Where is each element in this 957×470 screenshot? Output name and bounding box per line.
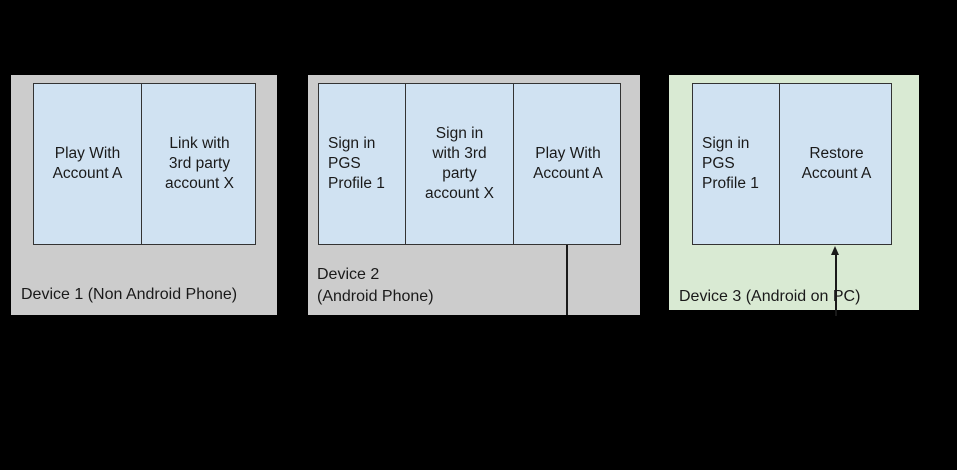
phase-cell-play-with-account-a[interactable]: Play With Account A: [34, 84, 142, 244]
phase-box-device-3: Sign in PGS Profile 1 Restore Account A: [692, 83, 892, 245]
restore-account-a-inbound-arrow-head: [831, 246, 840, 255]
device-label-3: Device 3 (Android on PC): [679, 288, 861, 305]
device-label-2: Device 2 (Android Phone): [317, 266, 434, 305]
phase-cell-sign-in-with-3rd-party-account-x[interactable]: Sign in with 3rd party account X: [406, 84, 514, 244]
phase-box-device-1: Play With Account A Link with 3rd party a…: [33, 83, 256, 245]
restore-account-a-inbound-arrow-shaft: [835, 252, 837, 316]
phase-cell-sign-in-pgs-profile-1[interactable]: Sign in PGS Profile 1: [319, 84, 406, 244]
phase-cell-link-with-3rd-party-account-x[interactable]: Link with 3rd party account X: [165, 134, 234, 193]
phase-cell-restore-account-a[interactable]: Restore Account A: [801, 144, 872, 182]
phase-cell-sign-in-pgs-profile-1[interactable]: Sign in PGS Profile 1: [693, 84, 780, 244]
phase-cell-play-with-account-a[interactable]: Play With Account A: [533, 144, 603, 182]
device-2-play-account-a-drop-line: [566, 245, 568, 315]
device-label-1: Device 1 (Non Android Phone): [21, 286, 238, 303]
